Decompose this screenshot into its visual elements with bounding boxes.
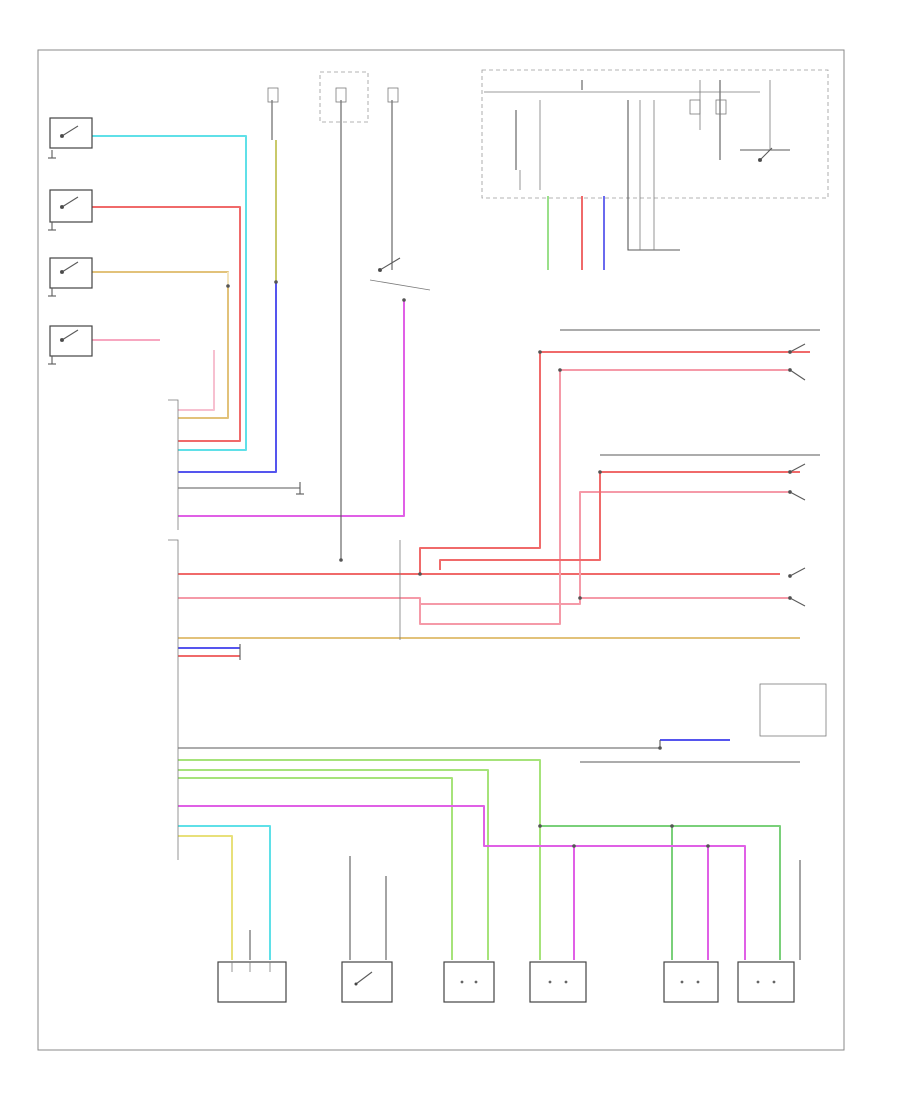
wire-blue-1: [178, 282, 277, 473]
wire-cyan-2: [178, 825, 271, 960]
ground-symbol-4: [48, 356, 56, 365]
door-lock-2: [529, 961, 587, 1003]
ground-symbol-2: [48, 222, 56, 231]
fuse-4: [689, 99, 701, 115]
right-switch-4: [788, 490, 806, 501]
right-switch-6: [788, 596, 806, 607]
fuse-2: [335, 87, 347, 103]
wire-black-14: [627, 100, 680, 251]
right-module: [759, 683, 827, 737]
connector-left-bar-top: [168, 399, 179, 530]
splice-point: [274, 280, 278, 284]
fuse-5: [715, 99, 727, 115]
ground-symbol-1: [48, 150, 56, 159]
splice-point: [402, 298, 406, 302]
ground-symbol-5: [296, 482, 304, 495]
splice-point: [598, 470, 602, 474]
bottom-switch: [341, 961, 393, 1003]
diagram-frame: [37, 49, 845, 1051]
door-lock-3: [663, 961, 719, 1003]
wire-green-3: [178, 769, 489, 960]
wire-green-4: [178, 777, 453, 960]
splice-point: [670, 824, 674, 828]
connector-left-bar: [168, 539, 179, 860]
fuse-block-boundary: [319, 71, 369, 123]
module-boundary: [481, 69, 829, 199]
splice-point: [578, 596, 582, 600]
wire-red-1: [92, 206, 241, 442]
wire-pink-1b: [178, 350, 215, 411]
wire-green-2: [540, 825, 781, 960]
wire-magenta-1: [178, 300, 405, 517]
splice-point: [538, 824, 542, 828]
ground-symbol-3: [48, 288, 56, 297]
right-switch-3: [788, 463, 806, 474]
wire-magenta-2: [178, 805, 746, 960]
wire-red-4: [439, 471, 800, 570]
wire-cyan-1: [92, 135, 247, 451]
fuse-3: [387, 87, 399, 103]
switch-3: [49, 257, 93, 289]
wire-pink-3: [420, 491, 790, 605]
splice-point: [658, 746, 662, 750]
switch-4: [49, 325, 93, 357]
door-lock-4: [737, 961, 795, 1003]
right-switch-5: [788, 567, 806, 578]
splice-point: [418, 572, 422, 576]
ignition-switch: [377, 257, 401, 273]
switch-2: [49, 189, 93, 223]
relay-switch: [757, 147, 773, 163]
bottom-module-1: [217, 961, 287, 1003]
right-switch-2: [788, 368, 806, 381]
splice-point: [226, 284, 230, 288]
splice-point: [558, 368, 562, 372]
wire-green-1: [178, 759, 541, 960]
switch-1: [49, 117, 93, 149]
wire-tan-1: [92, 271, 229, 419]
splice-point: [538, 350, 542, 354]
wire-black-5: [178, 740, 661, 749]
splice-point: [339, 558, 343, 562]
right-switch-1: [788, 343, 806, 354]
wire-yellow-1: [178, 835, 233, 960]
wire-black-25: [369, 279, 431, 291]
fuse-1: [267, 87, 279, 103]
wire-pink-2: [178, 369, 790, 625]
splice-point: [706, 844, 710, 848]
wire-red-2: [178, 351, 810, 575]
splice-point: [572, 844, 576, 848]
door-lock-1: [443, 961, 495, 1003]
